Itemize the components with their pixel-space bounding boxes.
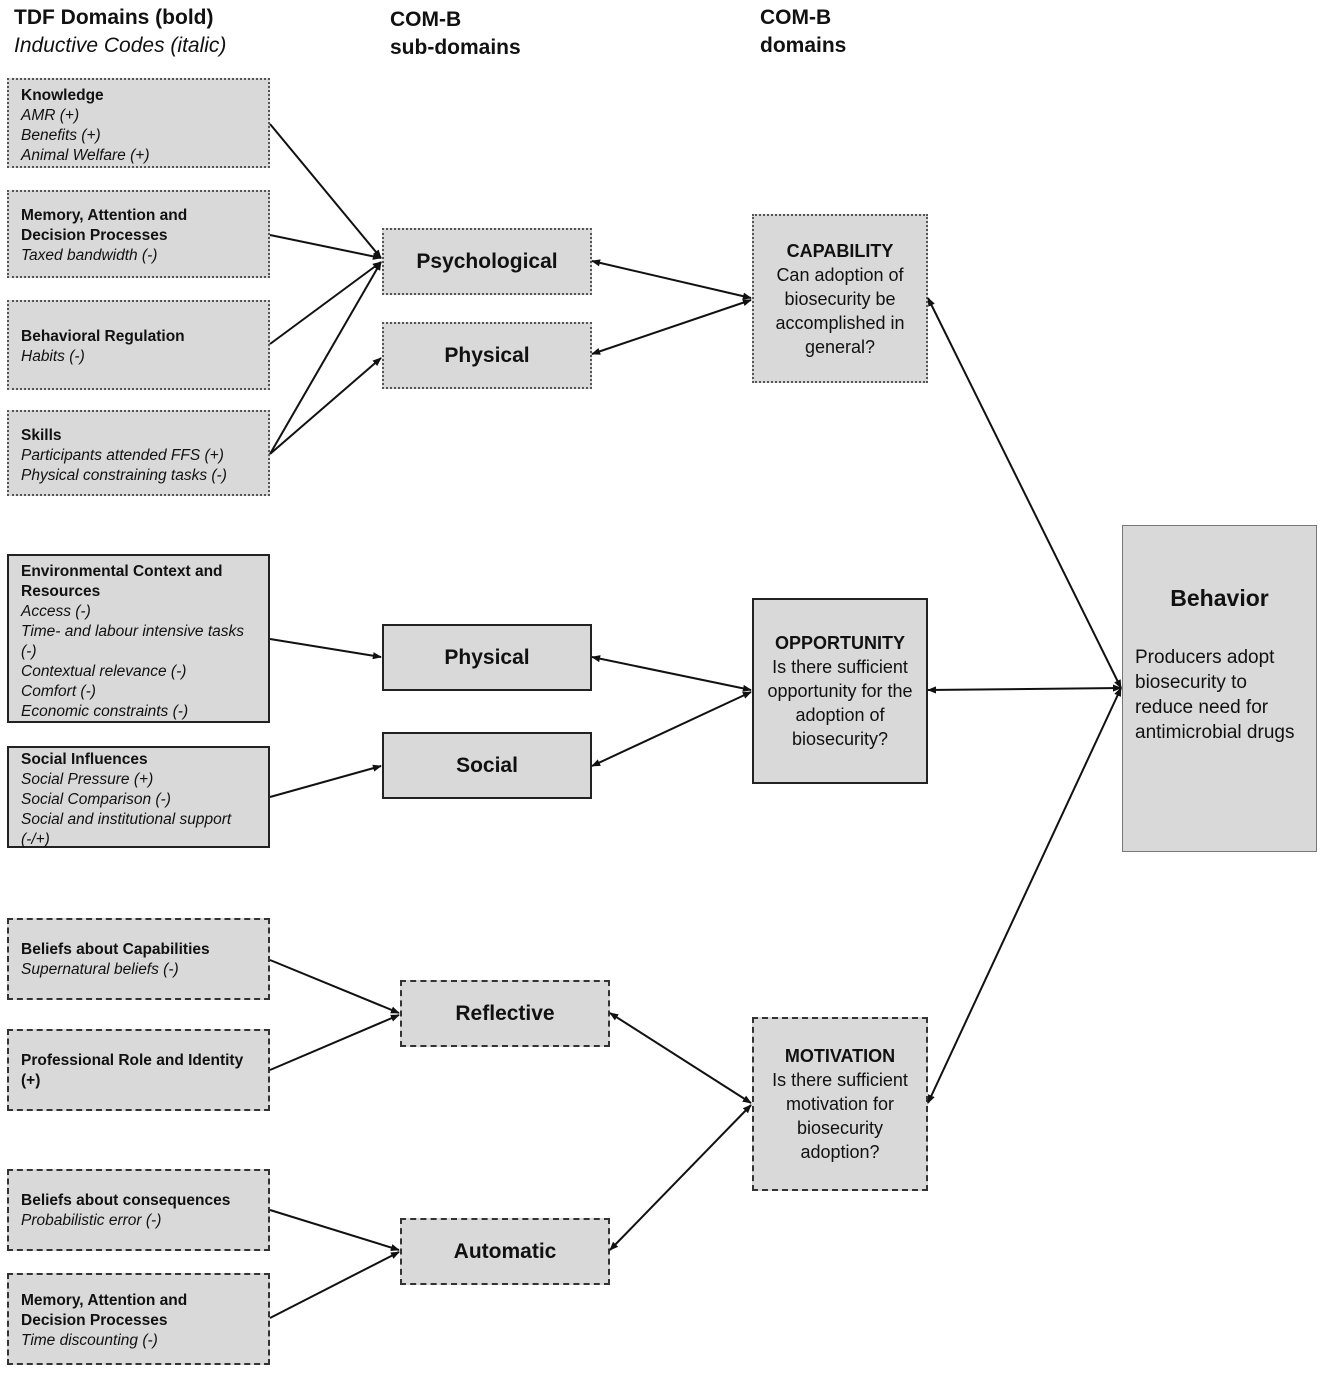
- header-subdomains-line2: sub-domains: [390, 36, 521, 59]
- subdomain-automatic: Automatic: [400, 1218, 610, 1285]
- domain-title: MOTIVATION: [784, 1046, 896, 1066]
- tdf-code: Time- and labour intensive tasks (-): [21, 623, 244, 660]
- tdf-beliefs-capabilities: Beliefs about Capabilities Supernatural …: [7, 918, 270, 1000]
- domain-question: Is there sufficient opportunity for the …: [767, 657, 913, 749]
- arrow-beliefs-cons-automatic: [269, 1209, 400, 1252]
- header-subdomains: COM-B sub-domains: [390, 6, 521, 62]
- tdf-code: Contextual relevance (-): [21, 663, 187, 680]
- header-domains: COM-B domains: [760, 4, 846, 60]
- header-subdomains-line1: COM-B: [390, 8, 462, 31]
- tdf-code: Benefits (+): [21, 127, 101, 144]
- domain-title: CAPABILITY: [786, 240, 894, 261]
- arrow-physical-capability: [591, 299, 752, 355]
- tdf-title: Professional Role and Identity (+): [21, 1052, 244, 1089]
- tdf-code: Access (-): [21, 603, 91, 620]
- tdf-code: Economic constraints (-): [21, 703, 189, 720]
- arrow-beliefs-cap-reflective: [269, 959, 400, 1014]
- arrow-reflective-motivation: [609, 1012, 752, 1104]
- tdf-code: Comfort (-): [21, 683, 96, 700]
- tdf-social-influences: Social Influences Social Pressure (+) So…: [7, 746, 270, 848]
- tdf-professional-role: Professional Role and Identity (+): [7, 1029, 270, 1111]
- tdf-code: Taxed bandwidth (-): [21, 247, 158, 264]
- tdf-title: Social Influences: [21, 751, 148, 768]
- tdf-environmental-context: Environmental Context and Resources Acce…: [7, 554, 270, 723]
- tdf-memory-attention-2: Memory, Attention and Decision Processes…: [7, 1273, 270, 1365]
- arrow-psychological-capability: [591, 259, 752, 300]
- behavior-title: Behavior: [1170, 585, 1269, 611]
- arrow-physical-opportunity: [591, 655, 752, 692]
- domain-capability: CAPABILITY Can adoption of biosecurity b…: [752, 214, 928, 383]
- tdf-code: Habits (-): [21, 348, 85, 365]
- tdf-knowledge: Knowledge AMR (+) Benefits (+) Animal We…: [7, 78, 270, 168]
- header-tdf: TDF Domains (bold) Inductive Codes (ital…: [14, 4, 226, 60]
- arrow-opportunity-behavior: [927, 684, 1122, 694]
- tdf-code: Social and institutional support (-/+): [21, 811, 232, 848]
- tdf-code: AMR (+): [21, 107, 80, 124]
- domain-motivation: MOTIVATION Is there sufficient motivatio…: [752, 1017, 928, 1191]
- behavior-box: Behavior Producers adopt biosecurity to …: [1122, 525, 1317, 852]
- tdf-code: Social Comparison (-): [21, 791, 171, 808]
- subdomain-reflective: Reflective: [400, 980, 610, 1047]
- tdf-title: Knowledge: [21, 87, 104, 104]
- tdf-title: Memory, Attention and Decision Processes: [21, 1292, 188, 1329]
- subdomain-physical-capability: Physical: [382, 322, 592, 389]
- arrow-social-opportunity: [591, 691, 752, 767]
- tdf-behavioral-regulation: Behavioral Regulation Habits (-): [7, 300, 270, 390]
- tdf-title: Environmental Context and Resources: [21, 563, 223, 600]
- subdomain-social: Social: [382, 732, 592, 799]
- arrow-knowledge-psychological: [269, 123, 382, 259]
- tdf-beliefs-consequences: Beliefs about consequences Probabilistic…: [7, 1169, 270, 1251]
- arrow-professional-reflective: [269, 1014, 400, 1071]
- tdf-code: Physical constraining tasks (-): [21, 467, 227, 484]
- tdf-code: Supernatural beliefs (-): [21, 961, 179, 978]
- subdomain-psychological: Psychological: [382, 228, 592, 295]
- tdf-code: Social Pressure (+): [21, 771, 154, 788]
- arrow-memory-psychological: [269, 234, 382, 260]
- header-tdf-title: TDF Domains (bold): [14, 6, 214, 29]
- domain-question: Can adoption of biosecurity be accomplis…: [775, 264, 905, 357]
- arrow-skills-physical: [269, 357, 382, 455]
- arrow-memory2-automatic: [269, 1251, 400, 1319]
- tdf-title: Beliefs about Capabilities: [21, 941, 210, 958]
- tdf-code: Time discounting (-): [21, 1332, 158, 1349]
- arrow-automatic-motivation: [609, 1104, 752, 1251]
- header-tdf-subtitle: Inductive Codes (italic): [14, 34, 227, 57]
- tdf-code: Animal Welfare (+): [21, 147, 150, 164]
- domain-title: OPPORTUNITY: [774, 633, 905, 653]
- tdf-title: Skills: [21, 427, 62, 444]
- tdf-code: Probabilistic error (-): [21, 1212, 162, 1229]
- behavior-description: Producers adopt biosecurity to reduce ne…: [1135, 647, 1295, 743]
- header-domains-line1: COM-B: [760, 6, 832, 29]
- tdf-title: Memory, Attention and Decision Processes: [21, 207, 188, 244]
- domain-question: Is there sufficient motivation for biose…: [772, 1070, 908, 1162]
- arrow-behavioral-psychological: [269, 261, 382, 345]
- tdf-title: Behavioral Regulation: [21, 328, 185, 345]
- tdf-memory-attention-1: Memory, Attention and Decision Processes…: [7, 190, 270, 278]
- subdomain-physical-opportunity: Physical: [382, 624, 592, 691]
- tdf-skills: Skills Participants attended FFS (+) Phy…: [7, 410, 270, 496]
- arrow-social-influences-social: [269, 764, 382, 798]
- arrow-environmental-physical: [269, 638, 382, 660]
- tdf-code: Participants attended FFS (+): [21, 447, 224, 464]
- domain-opportunity: OPPORTUNITY Is there sufficient opportun…: [752, 598, 928, 784]
- tdf-title: Beliefs about consequences: [21, 1192, 231, 1209]
- header-domains-line2: domains: [760, 34, 847, 57]
- arrow-skills-psychological: [269, 261, 382, 455]
- arrow-motivation-behavior: [927, 687, 1122, 1104]
- arrow-capability-behavior: [927, 297, 1122, 689]
